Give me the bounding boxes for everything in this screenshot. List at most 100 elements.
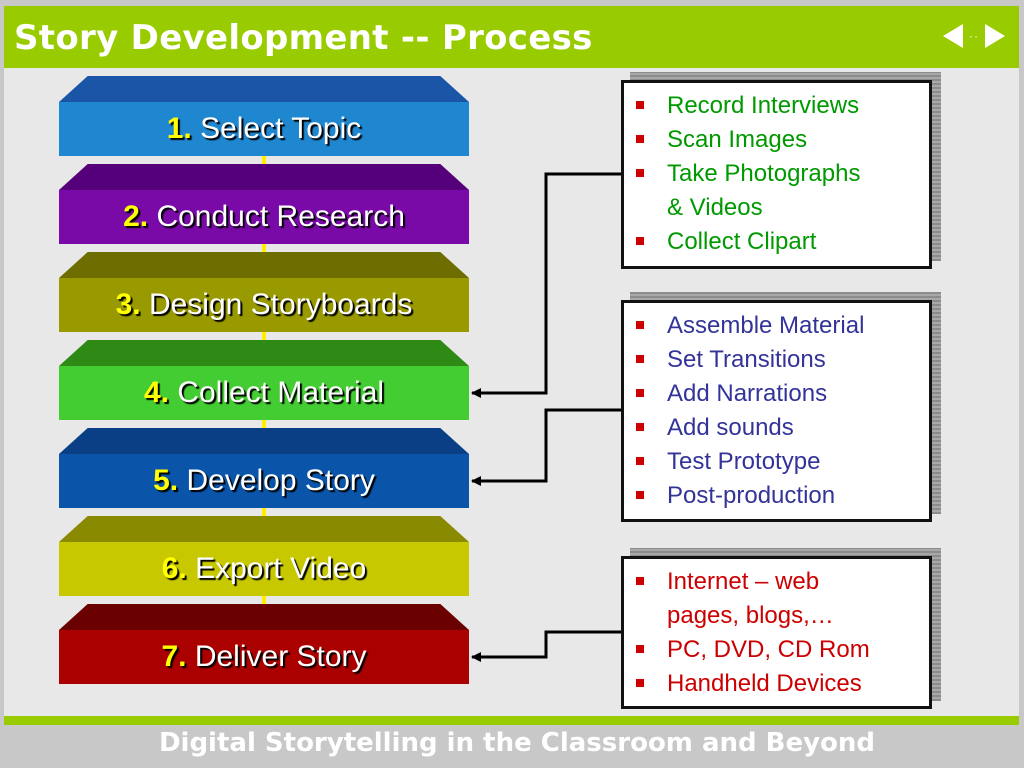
- list-item-text: Assemble Material: [667, 312, 865, 339]
- step-number: 6.: [161, 552, 187, 585]
- step-text: Select Topic: [200, 112, 362, 145]
- step-2: 2. Conduct Research: [59, 164, 469, 244]
- list-item: Post-production: [624, 479, 929, 513]
- list-item: Record Interviews: [624, 89, 929, 123]
- step-label: 4. Collect Material: [144, 376, 384, 410]
- step-top-face: [59, 252, 469, 278]
- step-top-face: [59, 516, 469, 542]
- list-item: Handheld Devices: [624, 667, 929, 701]
- triangle-right-icon[interactable]: [985, 24, 1005, 48]
- list-item-text: Test Prototype: [667, 448, 821, 475]
- list-item-text: Handheld Devices: [667, 670, 862, 697]
- connector-box1-to-step4: [471, 172, 624, 398]
- square-bullet-icon: [636, 355, 644, 363]
- step-text: Deliver Story: [194, 640, 367, 673]
- list-item: Scan Images: [624, 123, 929, 157]
- step-text: Develop Story: [186, 464, 375, 497]
- connector-box3-to-step7: [471, 630, 624, 662]
- step-front-face: 5. Develop Story: [59, 454, 469, 508]
- step-label: 2. Conduct Research: [123, 200, 405, 234]
- step-text: Design Storyboards: [148, 288, 413, 321]
- list-item-text: Internet – web: [667, 568, 820, 595]
- step-label: 3. Design Storyboards: [116, 288, 413, 322]
- triangle-left-icon[interactable]: [943, 24, 963, 48]
- list-item-text: PC, DVD, CD Rom: [667, 636, 870, 663]
- square-bullet-icon: [636, 101, 644, 109]
- list-item-text: Record Interviews: [667, 92, 860, 119]
- step-7: 7. Deliver Story: [59, 604, 469, 684]
- square-bullet-icon: [636, 237, 644, 245]
- step-top-face: [59, 428, 469, 454]
- footer-text: Digital Storytelling in the Classroom an…: [158, 728, 876, 758]
- list-item: Take Photographs: [624, 157, 929, 191]
- step-number: 1.: [166, 112, 192, 145]
- step-top-face: [59, 164, 469, 190]
- step-1: 1. Select Topic: [59, 76, 469, 156]
- square-bullet-icon: [636, 389, 644, 397]
- step-label: 5. Develop Story: [153, 464, 375, 498]
- step-top-face: [59, 340, 469, 366]
- nav-dots: ··: [969, 29, 979, 43]
- step-number: 4.: [143, 376, 169, 409]
- list-item-text: Add Narrations: [667, 380, 828, 407]
- connector-box2-to-step5: [471, 408, 624, 486]
- step-front-face: 3. Design Storyboards: [59, 278, 469, 332]
- step-front-face: 7. Deliver Story: [59, 630, 469, 684]
- square-bullet-icon: [636, 577, 644, 585]
- list-item: Internet – web: [624, 565, 929, 599]
- list-item-text: Scan Images: [667, 126, 808, 153]
- list-item: Add Narrations: [624, 377, 929, 411]
- square-bullet-icon: [636, 645, 644, 653]
- list-item-text: pages, blogs,…: [667, 602, 834, 629]
- list-item-text: Post-production: [667, 482, 836, 509]
- list-item: pages, blogs,…: [624, 599, 929, 633]
- step-number: 5.: [153, 464, 179, 497]
- square-bullet-icon: [636, 491, 644, 499]
- detail-box-3: Internet – web pages, blogs,… PC, DVD, CD …: [621, 556, 932, 709]
- list-item: PC, DVD, CD Rom: [624, 633, 929, 667]
- square-bullet-icon: [636, 457, 644, 465]
- step-5: 5. Develop Story: [59, 428, 469, 508]
- step-front-face: 2. Conduct Research: [59, 190, 469, 244]
- step-number: 2.: [123, 200, 149, 233]
- list-item-text: Add sounds: [667, 414, 794, 441]
- step-text: Collect Material: [177, 376, 385, 409]
- square-bullet-icon: [636, 135, 644, 143]
- list-item: Set Transitions: [624, 343, 929, 377]
- detail-list: Internet – web pages, blogs,… PC, DVD, CD …: [624, 565, 929, 701]
- square-bullet-icon: [636, 423, 644, 431]
- list-item-text: Set Transitions: [667, 346, 826, 373]
- step-top-face: [59, 604, 469, 630]
- list-item: Add sounds: [624, 411, 929, 445]
- square-bullet-icon: [636, 169, 644, 177]
- step-front-face: 6. Export Video: [59, 542, 469, 596]
- square-bullet-icon: [636, 679, 644, 687]
- slide-navigation: ··: [943, 24, 1005, 48]
- step-number: 7.: [161, 640, 187, 673]
- step-3: 3. Design Storyboards: [59, 252, 469, 332]
- slide-title: Story Development -- Process: [14, 18, 593, 58]
- list-item: Test Prototype: [624, 445, 929, 479]
- step-front-face: 1. Select Topic: [59, 102, 469, 156]
- step-6: 6. Export Video: [59, 516, 469, 596]
- list-item: & Videos: [624, 191, 929, 225]
- list-item-text: & Videos: [667, 194, 763, 221]
- step-top-face: [59, 76, 469, 102]
- step-text: Conduct Research: [156, 200, 405, 233]
- list-item-text: Take Photographs: [667, 160, 861, 187]
- step-label: 7. Deliver Story: [161, 640, 366, 674]
- step-label: 6. Export Video: [162, 552, 367, 586]
- footer-line: [4, 716, 1019, 725]
- step-label: 1. Select Topic: [167, 112, 362, 146]
- list-item: Collect Clipart: [624, 225, 929, 259]
- step-text: Export Video: [195, 552, 367, 585]
- title-bar: Story Development -- Process ··: [4, 6, 1019, 68]
- list-item: Assemble Material: [624, 309, 929, 343]
- step-number: 3.: [115, 288, 141, 321]
- step-front-face: 4. Collect Material: [59, 366, 469, 420]
